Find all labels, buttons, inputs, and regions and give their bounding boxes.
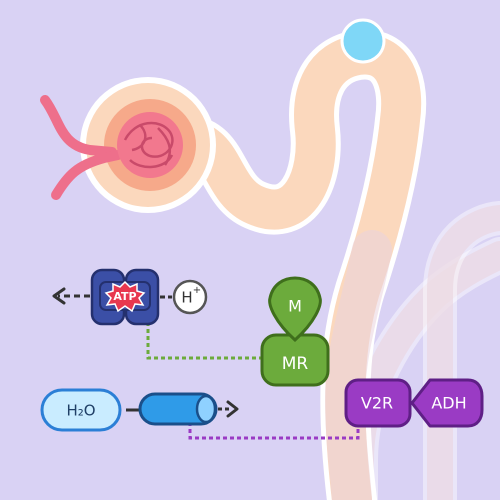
glomerulus-icon [117,112,183,178]
h-plus-ion: H + [172,279,208,315]
m-ligand [268,276,322,343]
arrow-right-icon [218,400,239,418]
mr-label: MR [282,354,309,374]
mr-signal-line [146,322,262,360]
atp-starburst-icon: ATP [104,280,146,313]
h-plus-label: H [181,289,192,307]
v2r-signal-line [188,422,360,440]
adh-hormone: ADH [410,378,484,428]
signal-lines [146,322,360,440]
h2o-label: H₂O [66,402,95,420]
m-label: M [288,297,302,316]
tubule-cap [340,18,386,64]
v2r-label: V2R [361,394,393,413]
aquaporin-channel-icon [138,392,218,426]
faded-tubule-right-inner [427,205,500,500]
adh-label: ADH [431,394,466,413]
v2r-receptor: V2R [344,378,412,428]
h-plus-sup: + [193,285,201,296]
h2o-molecule: H₂O [40,388,122,432]
atp-label: ATP [113,290,136,303]
mineralocorticoid-receptor: M MR [260,276,330,387]
arrow-left-icon [52,287,90,305]
arteriole-icon [40,95,123,200]
